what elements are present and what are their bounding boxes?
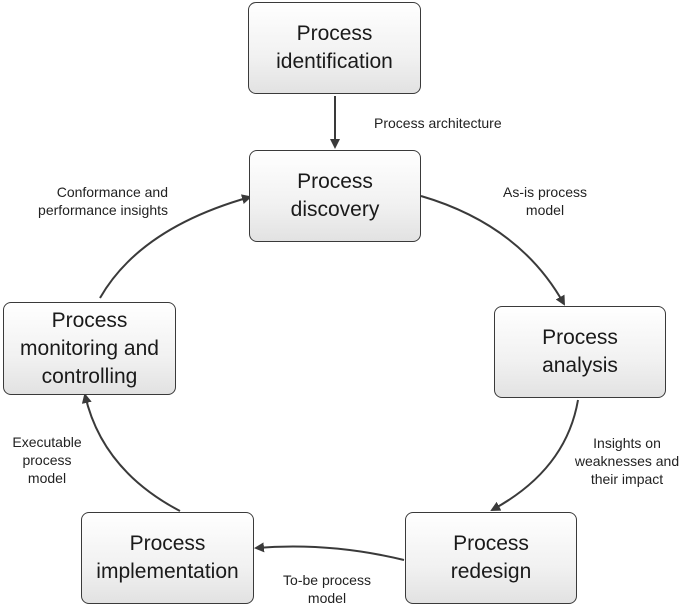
node-process-redesign[interactable]: Process redesign: [405, 512, 577, 604]
arrow-analysis-to-redesign: [490, 399, 579, 511]
node-label: Process redesign: [450, 532, 532, 583]
arrow-redesign-to-implementation: [254, 542, 405, 561]
arrow-discovery-to-analysis: [420, 195, 565, 306]
node-process-discovery[interactable]: Process discovery: [249, 150, 421, 242]
edge-label-conformance-and-performance-insights: Conformance and performance insights: [38, 184, 168, 218]
node-process-analysis[interactable]: Process analysis: [494, 306, 666, 398]
node-process-identification[interactable]: Process identification: [248, 2, 421, 94]
node-label: Process analysis: [542, 326, 618, 377]
edge-label-to-be-process-model: To-be process model: [283, 572, 371, 606]
arrow-monitoring-to-discovery: [99, 194, 252, 299]
node-process-monitoring-and-controlling[interactable]: Process monitoring and controlling: [3, 302, 176, 395]
node-label: Process monitoring and controlling: [20, 308, 159, 388]
node-label: Process discovery: [290, 170, 380, 221]
node-label: Process identification: [276, 22, 393, 73]
node-label: Process implementation: [96, 532, 239, 583]
arrow-implementation-to-monitoring: [81, 393, 181, 512]
edge-label-process-architecture: Process architecture: [374, 115, 502, 131]
edge-label-as-is-process-model: As-is process model: [502, 184, 588, 218]
edge-label-insights-on-weaknesses: Insights on weaknesses and their impact: [574, 435, 680, 487]
node-process-implementation[interactable]: Process implementation: [81, 512, 254, 604]
edge-label-executable-process-model: Executable process model: [12, 434, 82, 486]
